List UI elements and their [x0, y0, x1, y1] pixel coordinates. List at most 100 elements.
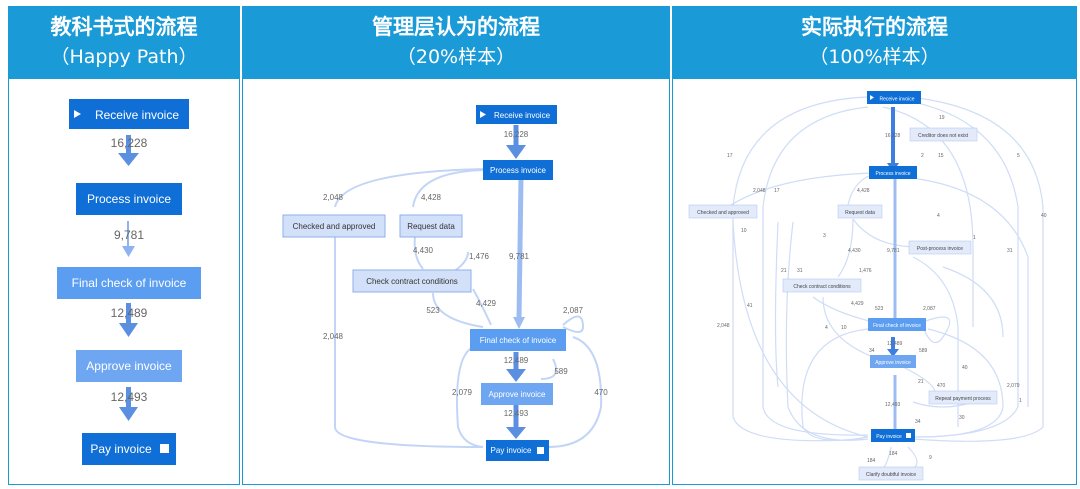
node-request-data	[399, 214, 463, 238]
end-icon	[906, 433, 911, 438]
edge-count: 9	[929, 455, 932, 461]
edge-count: 589	[919, 348, 928, 354]
node-label: Request data	[845, 210, 875, 216]
node-label: Receive invoice	[494, 111, 551, 120]
management-diagram: Receive invoice 16,228 Process invoice 2…	[282, 105, 608, 461]
node-label: Check contract conditions	[793, 284, 851, 290]
edge-spaghetti	[822, 296, 874, 358]
arrow-head	[506, 427, 526, 439]
arrow-head	[513, 317, 525, 329]
node-label: Checked and approved	[293, 222, 376, 231]
management-title: 管理层认为的流程	[372, 15, 540, 39]
edge-count: 15	[938, 153, 944, 159]
edge-count: 1,476	[859, 268, 872, 274]
edge-checked-pay	[334, 237, 484, 448]
edge-count: 2,087	[563, 306, 584, 315]
edge-count: 12,493	[504, 409, 529, 418]
node-label: Process invoice	[87, 192, 171, 206]
edge-count: 34	[869, 348, 875, 354]
node-label: Check contract conditions	[366, 277, 458, 286]
node-receive-invoice	[476, 105, 557, 124]
edge-spaghetti	[902, 176, 1029, 407]
edge-count: 40	[962, 365, 968, 371]
end-icon	[160, 444, 169, 453]
edge-count: 16,228	[111, 136, 148, 150]
edge-count: 16,228	[885, 133, 901, 139]
edge-process-final	[127, 221, 129, 247]
edge-count: 4,430	[848, 248, 861, 254]
edge-count: 4,430	[413, 246, 434, 255]
edge-count: 2,048	[753, 188, 766, 194]
edge-count: 4,428	[421, 193, 442, 202]
edge-count: 2,079	[1007, 383, 1020, 389]
node-final-check	[57, 267, 201, 299]
edge-contract-loop	[452, 251, 469, 273]
node-label: Request data	[407, 222, 455, 231]
edge-approve-loop	[540, 358, 557, 380]
edge-spaghetti	[917, 328, 1004, 438]
edge-count: 2,048	[323, 332, 344, 341]
edge-request-contract	[413, 236, 424, 270]
edge-count: 470	[937, 383, 946, 389]
arrow-head	[122, 246, 135, 257]
node-check-contract	[782, 278, 862, 293]
edge-count: 1	[1019, 398, 1022, 404]
edge-final-approve	[126, 303, 131, 325]
edge-count: 12,493	[885, 402, 901, 408]
edge-spaghetti	[872, 94, 1044, 442]
start-icon	[480, 111, 486, 118]
edge-count: 4	[937, 213, 940, 219]
edge-count: 9,781	[509, 252, 530, 261]
node-label: Final check of invoice	[873, 323, 921, 329]
node-repeat-payment	[928, 390, 998, 405]
node-label: Creditor does not exist	[918, 133, 969, 139]
node-pay-invoice	[486, 440, 549, 461]
edge-spaghetti	[837, 218, 854, 278]
arrow-head	[119, 407, 138, 421]
node-process-invoice	[76, 183, 182, 215]
happy-path-header: 教科书式的流程 （Happy Path）	[9, 7, 239, 79]
edge-count: 184	[889, 451, 898, 457]
management-view-panel: 管理层认为的流程 （20%样本）	[242, 6, 670, 485]
node-label: Process invoice	[875, 171, 910, 177]
edge-approve-pay	[126, 387, 131, 409]
node-label: Approve invoice	[86, 359, 172, 373]
start-icon	[74, 110, 81, 118]
edge-count: 17	[727, 153, 733, 159]
edge-spaghetti	[912, 256, 959, 427]
edge-count: 12,489	[504, 356, 529, 365]
edge-count: 1,476	[469, 252, 490, 261]
actual-subtitle: （100%样本）	[809, 46, 940, 68]
node-approve-invoice	[481, 383, 553, 405]
edge-count: 4,429	[476, 299, 497, 308]
edge-spaghetti	[774, 221, 779, 388]
arrow-head	[506, 369, 526, 382]
node-label: Final check of invoice	[480, 336, 557, 345]
arrow-head	[119, 323, 138, 337]
actual-header: 实际执行的流程 （100%样本）	[673, 7, 1076, 79]
node-process-invoice	[869, 166, 917, 179]
edge-count: 2,087	[923, 306, 936, 312]
arrow-head	[118, 153, 139, 166]
edge-count: 470	[594, 388, 608, 397]
edge-count: 17	[774, 188, 780, 194]
edge-count: 12,489	[887, 341, 903, 347]
edge-count: 2	[921, 153, 924, 159]
edge-count: 9,781	[887, 248, 900, 254]
node-label: Approve invoice	[875, 360, 911, 366]
edge-count: 4	[825, 325, 828, 331]
edge-count: 30	[959, 415, 965, 421]
end-icon	[537, 447, 544, 454]
management-header: 管理层认为的流程 （20%样本）	[243, 7, 669, 79]
arrow-head	[506, 145, 526, 159]
edge-count: 2,048	[323, 193, 344, 202]
edge-spaghetti	[922, 316, 951, 344]
node-creditor-not-exist	[909, 127, 978, 142]
edge-count: 12,489	[111, 306, 148, 320]
edge-spaghetti	[785, 221, 869, 441]
edge-spaghetti	[762, 106, 869, 436]
edge-final-pay	[456, 346, 484, 448]
edge-count: 9,781	[114, 228, 144, 242]
node-post-process	[908, 240, 972, 255]
node-pay-invoice	[871, 429, 915, 442]
